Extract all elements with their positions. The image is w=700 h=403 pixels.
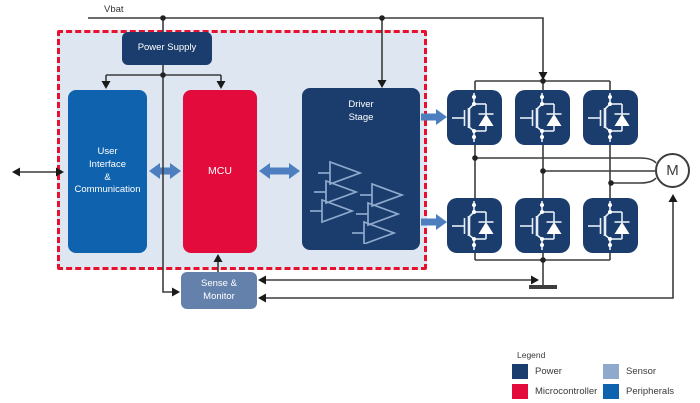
sense-monitor-label-line: Monitor — [203, 290, 235, 302]
user-interface-communication-block: User Interface & Communication — [68, 90, 147, 253]
legend-swatch-microcontroller — [512, 384, 528, 399]
legend-item-sensor: Sensor — [603, 364, 656, 379]
sense-monitor-block: Sense & Monitor — [181, 272, 257, 309]
legend-label: Sensor — [626, 366, 657, 377]
legend-label: Power — [535, 366, 562, 377]
amplifier-triangle-icon — [310, 160, 405, 244]
sense-monitor-label-line: Sense & — [201, 277, 237, 289]
igbt-transistor-icon — [583, 90, 638, 145]
driver-stage-label-line: Stage — [348, 111, 374, 123]
ui-label-line: Communication — [74, 184, 141, 196]
legend-item-power: Power — [512, 364, 562, 379]
igbt-transistor-icon — [447, 90, 502, 145]
mcu-label: MCU — [208, 165, 232, 178]
igbt-transistor-icon — [447, 198, 502, 253]
ui-label-line: & — [104, 171, 111, 183]
motor-circle: M — [655, 153, 690, 188]
motor-label: M — [666, 162, 679, 179]
driver-stage-block: Driver Stage — [302, 88, 420, 250]
power-supply-label: Power Supply — [137, 42, 197, 54]
mcu-block: MCU — [183, 90, 257, 253]
legend-swatch-power — [512, 364, 528, 379]
legend-item-peripherals: Peripherals — [603, 384, 674, 399]
igbt-transistor-icon — [515, 90, 570, 145]
legend-item-microcontroller: Microcontroller — [512, 384, 597, 399]
driver-stage-label-line: Driver — [348, 99, 374, 110]
ui-label-line: Interface — [89, 158, 126, 170]
ui-label-line: User — [97, 145, 118, 157]
legend-title: Legend — [517, 350, 546, 360]
legend-label: Peripherals — [626, 386, 675, 397]
vbat-label: Vbat — [104, 4, 124, 15]
legend-swatch-sensor — [603, 364, 619, 379]
igbt-transistor-icon — [583, 198, 638, 253]
legend-label: Microcontroller — [535, 386, 598, 397]
legend-swatch-peripherals — [603, 384, 619, 399]
igbt-transistor-icon — [515, 198, 570, 253]
power-supply-block: Power Supply — [122, 32, 212, 65]
